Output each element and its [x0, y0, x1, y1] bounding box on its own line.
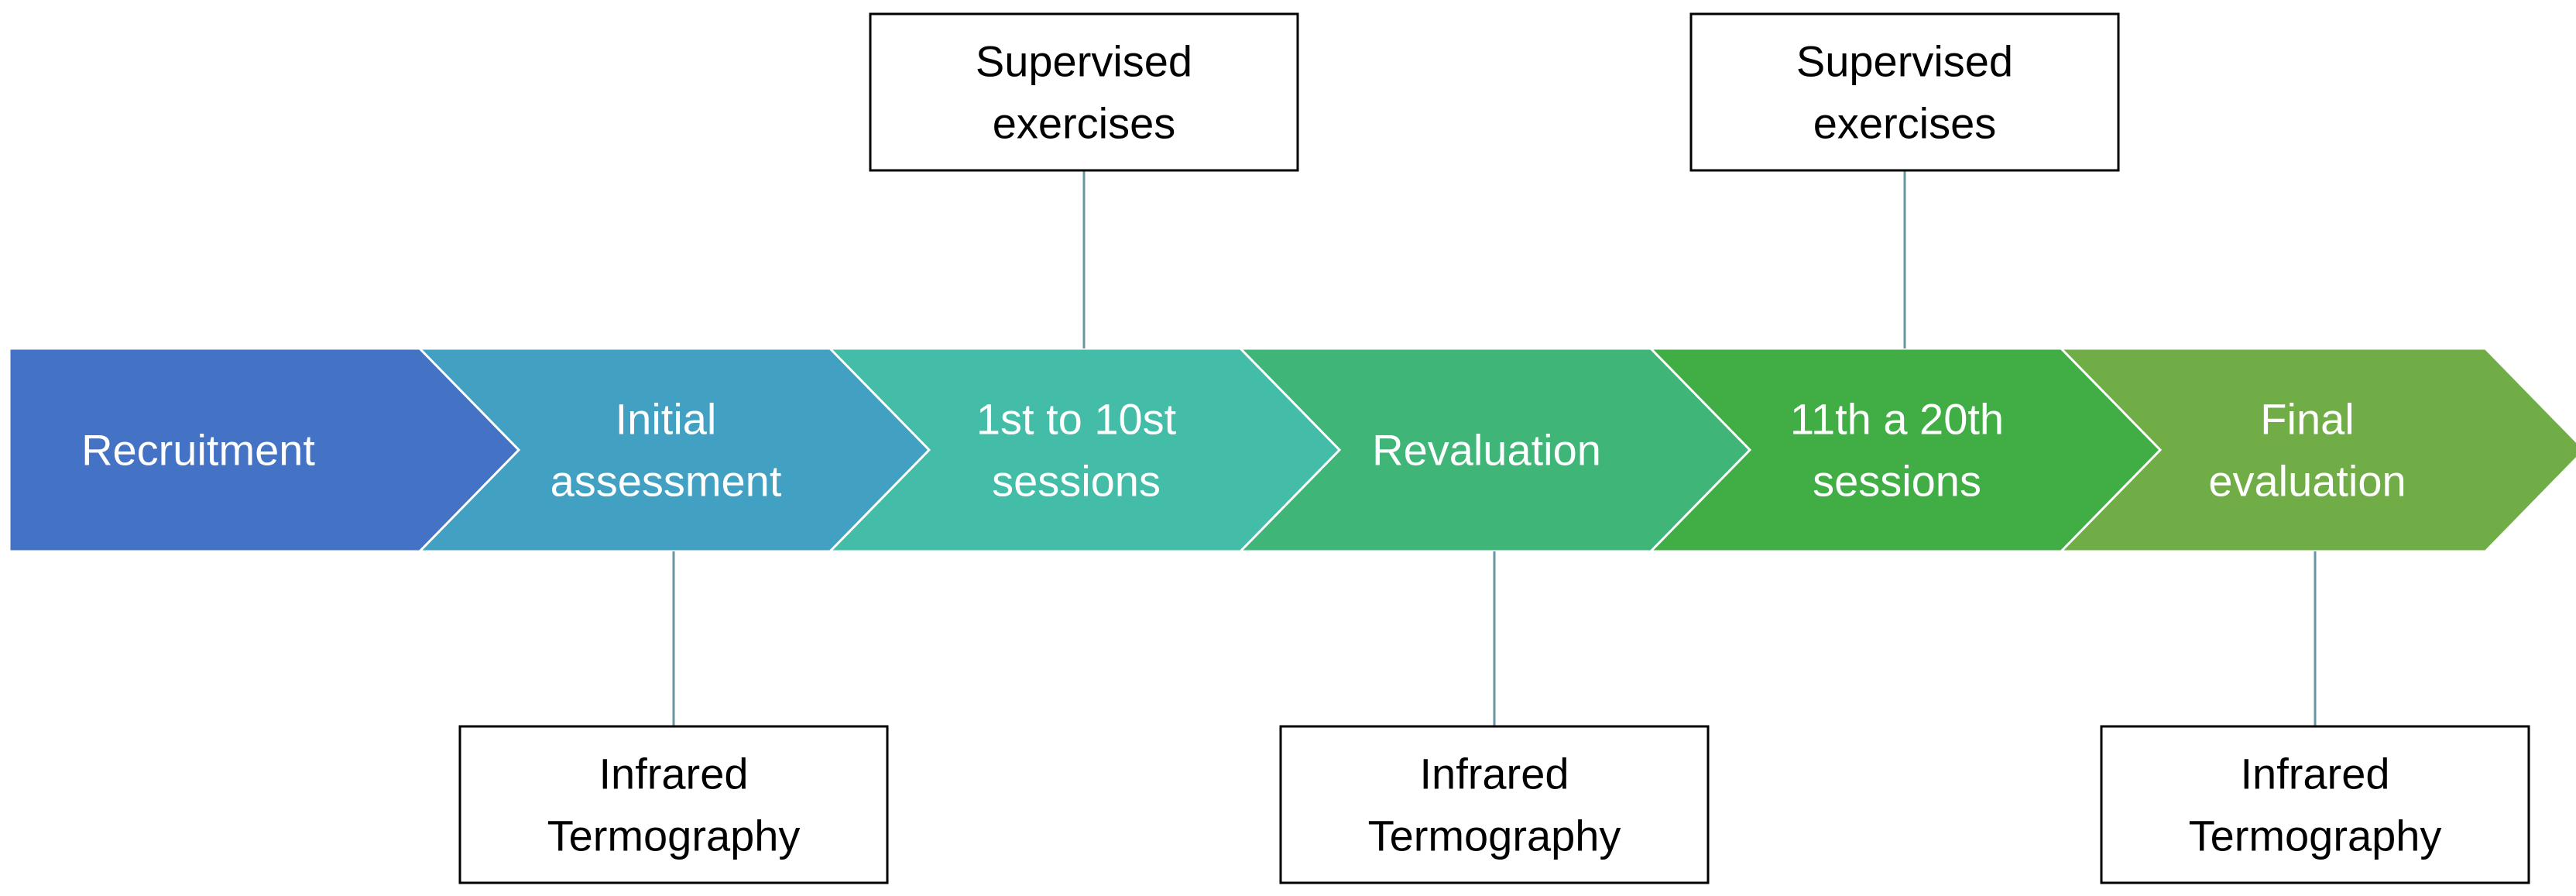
stage-5-label-line-2: sessions: [1813, 457, 1981, 506]
bottom-note-1-label-line-1: Infrared: [599, 750, 749, 798]
connector-lines: [672, 170, 2317, 726]
stage-6: Final evaluation: [2058, 347, 2576, 553]
stage-2-label-line-1: Initial: [616, 395, 717, 444]
bottom-note-2-label-line-2: Termography: [1368, 812, 1621, 860]
bottom-note-3-label-line-2: Termography: [2189, 812, 2442, 860]
top-note-2: Supervised exercises: [1689, 12, 2120, 172]
top-note-1-label-line-1: Supervised: [976, 37, 1192, 86]
top-note-1-label-line-2: exercises: [993, 99, 1176, 148]
bottom-note-3-label-line-1: Infrared: [2241, 750, 2390, 798]
stage-6-label-line-2: evaluation: [2208, 457, 2406, 506]
top-note-2-box: [1689, 12, 2120, 172]
bottom-note-3-box: [2100, 725, 2530, 884]
bottom-note-1-box: [458, 725, 889, 884]
annotation-boxes: Supervised exercises Supervised exercisesIn…: [458, 12, 2530, 884]
stage-3-label-line-2: sessions: [992, 457, 1161, 506]
top-note-2-label-line-1: Supervised: [1796, 37, 2013, 86]
stage-1-label-line-1: Recruitment: [81, 426, 315, 475]
stage-arrow-6: [2058, 347, 2576, 553]
bottom-note-2-label-line-1: Infrared: [1420, 750, 1569, 798]
stage-6-label-line-1: Final: [2260, 395, 2354, 444]
stage-5-label-line-1: 11th a 20th: [1790, 395, 2004, 444]
stage-4-label-line-1: Revaluation: [1372, 426, 1601, 475]
stage-1: Recruitment: [8, 347, 535, 553]
stage-2-label-line-2: assessment: [551, 457, 782, 506]
stage-arrows: Recruitment Initial assessment 1st to 10st s…: [8, 347, 2576, 553]
bottom-note-1-label-line-2: Termography: [547, 812, 801, 860]
bottom-note-2-box: [1279, 725, 1710, 884]
stage-3-label-line-1: 1st to 10st: [976, 395, 1177, 444]
stage-4: Revaluation: [1237, 347, 1766, 553]
top-note-2-label-line-2: exercises: [1813, 99, 1997, 148]
stage-3: 1st to 10st sessions: [827, 347, 1356, 553]
stage-2: Initial assessment: [417, 347, 945, 553]
top-note-1-box: [869, 12, 1299, 172]
top-note-1: Supervised exercises: [869, 12, 1299, 172]
